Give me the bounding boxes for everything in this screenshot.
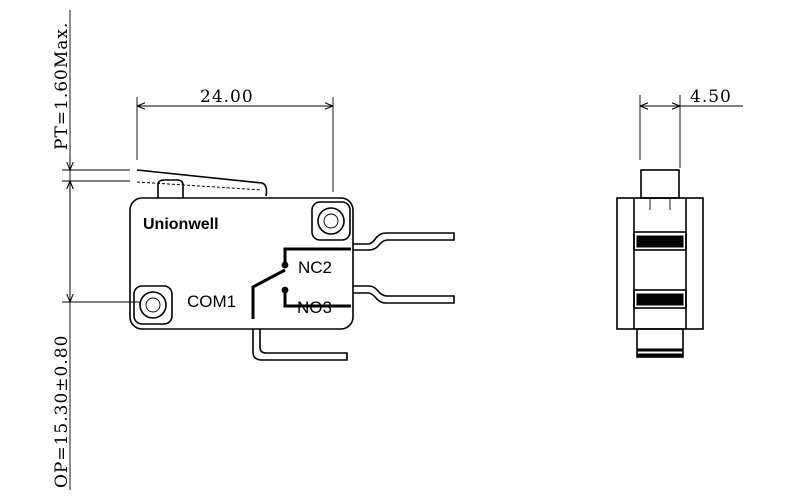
- operating-position-label: OP=15.30±0.80: [52, 335, 72, 488]
- terminal-com-label: COM1: [187, 292, 236, 311]
- thickness-dimension: [639, 95, 743, 168]
- switch-front-view: [129, 169, 455, 361]
- thickness-dimension-label: 4.50: [690, 87, 732, 107]
- brand-logo: Unionwell: [143, 216, 219, 233]
- vertical-dimension-lines: [62, 10, 140, 490]
- width-dimension: [136, 97, 334, 192]
- width-dimension-label: 24.00: [200, 87, 254, 107]
- switch-side-view: [616, 169, 704, 358]
- terminal-nc-label: NC2: [298, 258, 332, 277]
- mounting-hole-top: [311, 201, 351, 241]
- pretravel-label: PT=1.60Max.: [52, 22, 72, 150]
- terminal-no-label: NO3: [297, 298, 332, 317]
- mounting-hole-bottom: [133, 285, 173, 325]
